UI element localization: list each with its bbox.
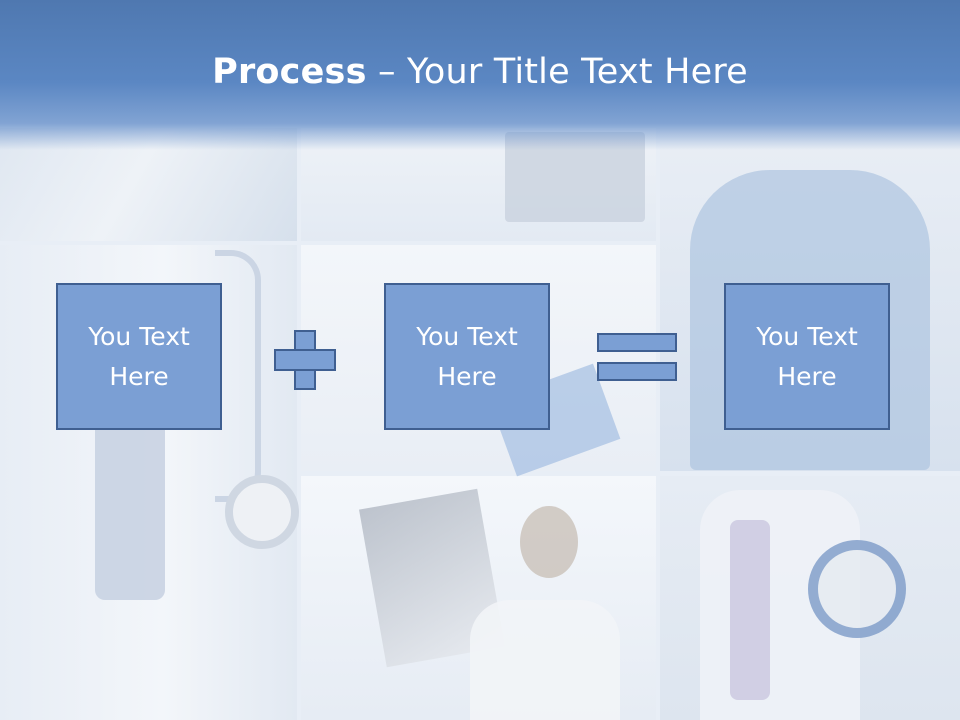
process-box-3-label: You Text Here [756,321,858,391]
title-rest: – Your Title Text Here [366,52,748,92]
title-strong: Process [212,52,367,92]
process-box-3[interactable]: You Text Here [724,283,890,430]
doctor-body-shape [470,600,620,720]
tie-shape-2 [730,520,770,700]
slide-title: Process – Your Title Text Here [0,52,960,92]
process-box-2-label: You Text Here [416,321,518,391]
process-box-2[interactable]: You Text Here [384,283,550,430]
process-box-1[interactable]: You Text Here [56,283,222,430]
doctor-head-shape [520,506,578,578]
equals-icon [597,333,677,383]
plus-icon [274,330,336,390]
stethoscope-icon [225,475,299,549]
tie-shape [95,400,165,600]
process-box-1-label: You Text Here [88,321,190,391]
title-banner: Process – Your Title Text Here [0,0,960,150]
stethoscope-chestpiece-icon [808,540,906,638]
